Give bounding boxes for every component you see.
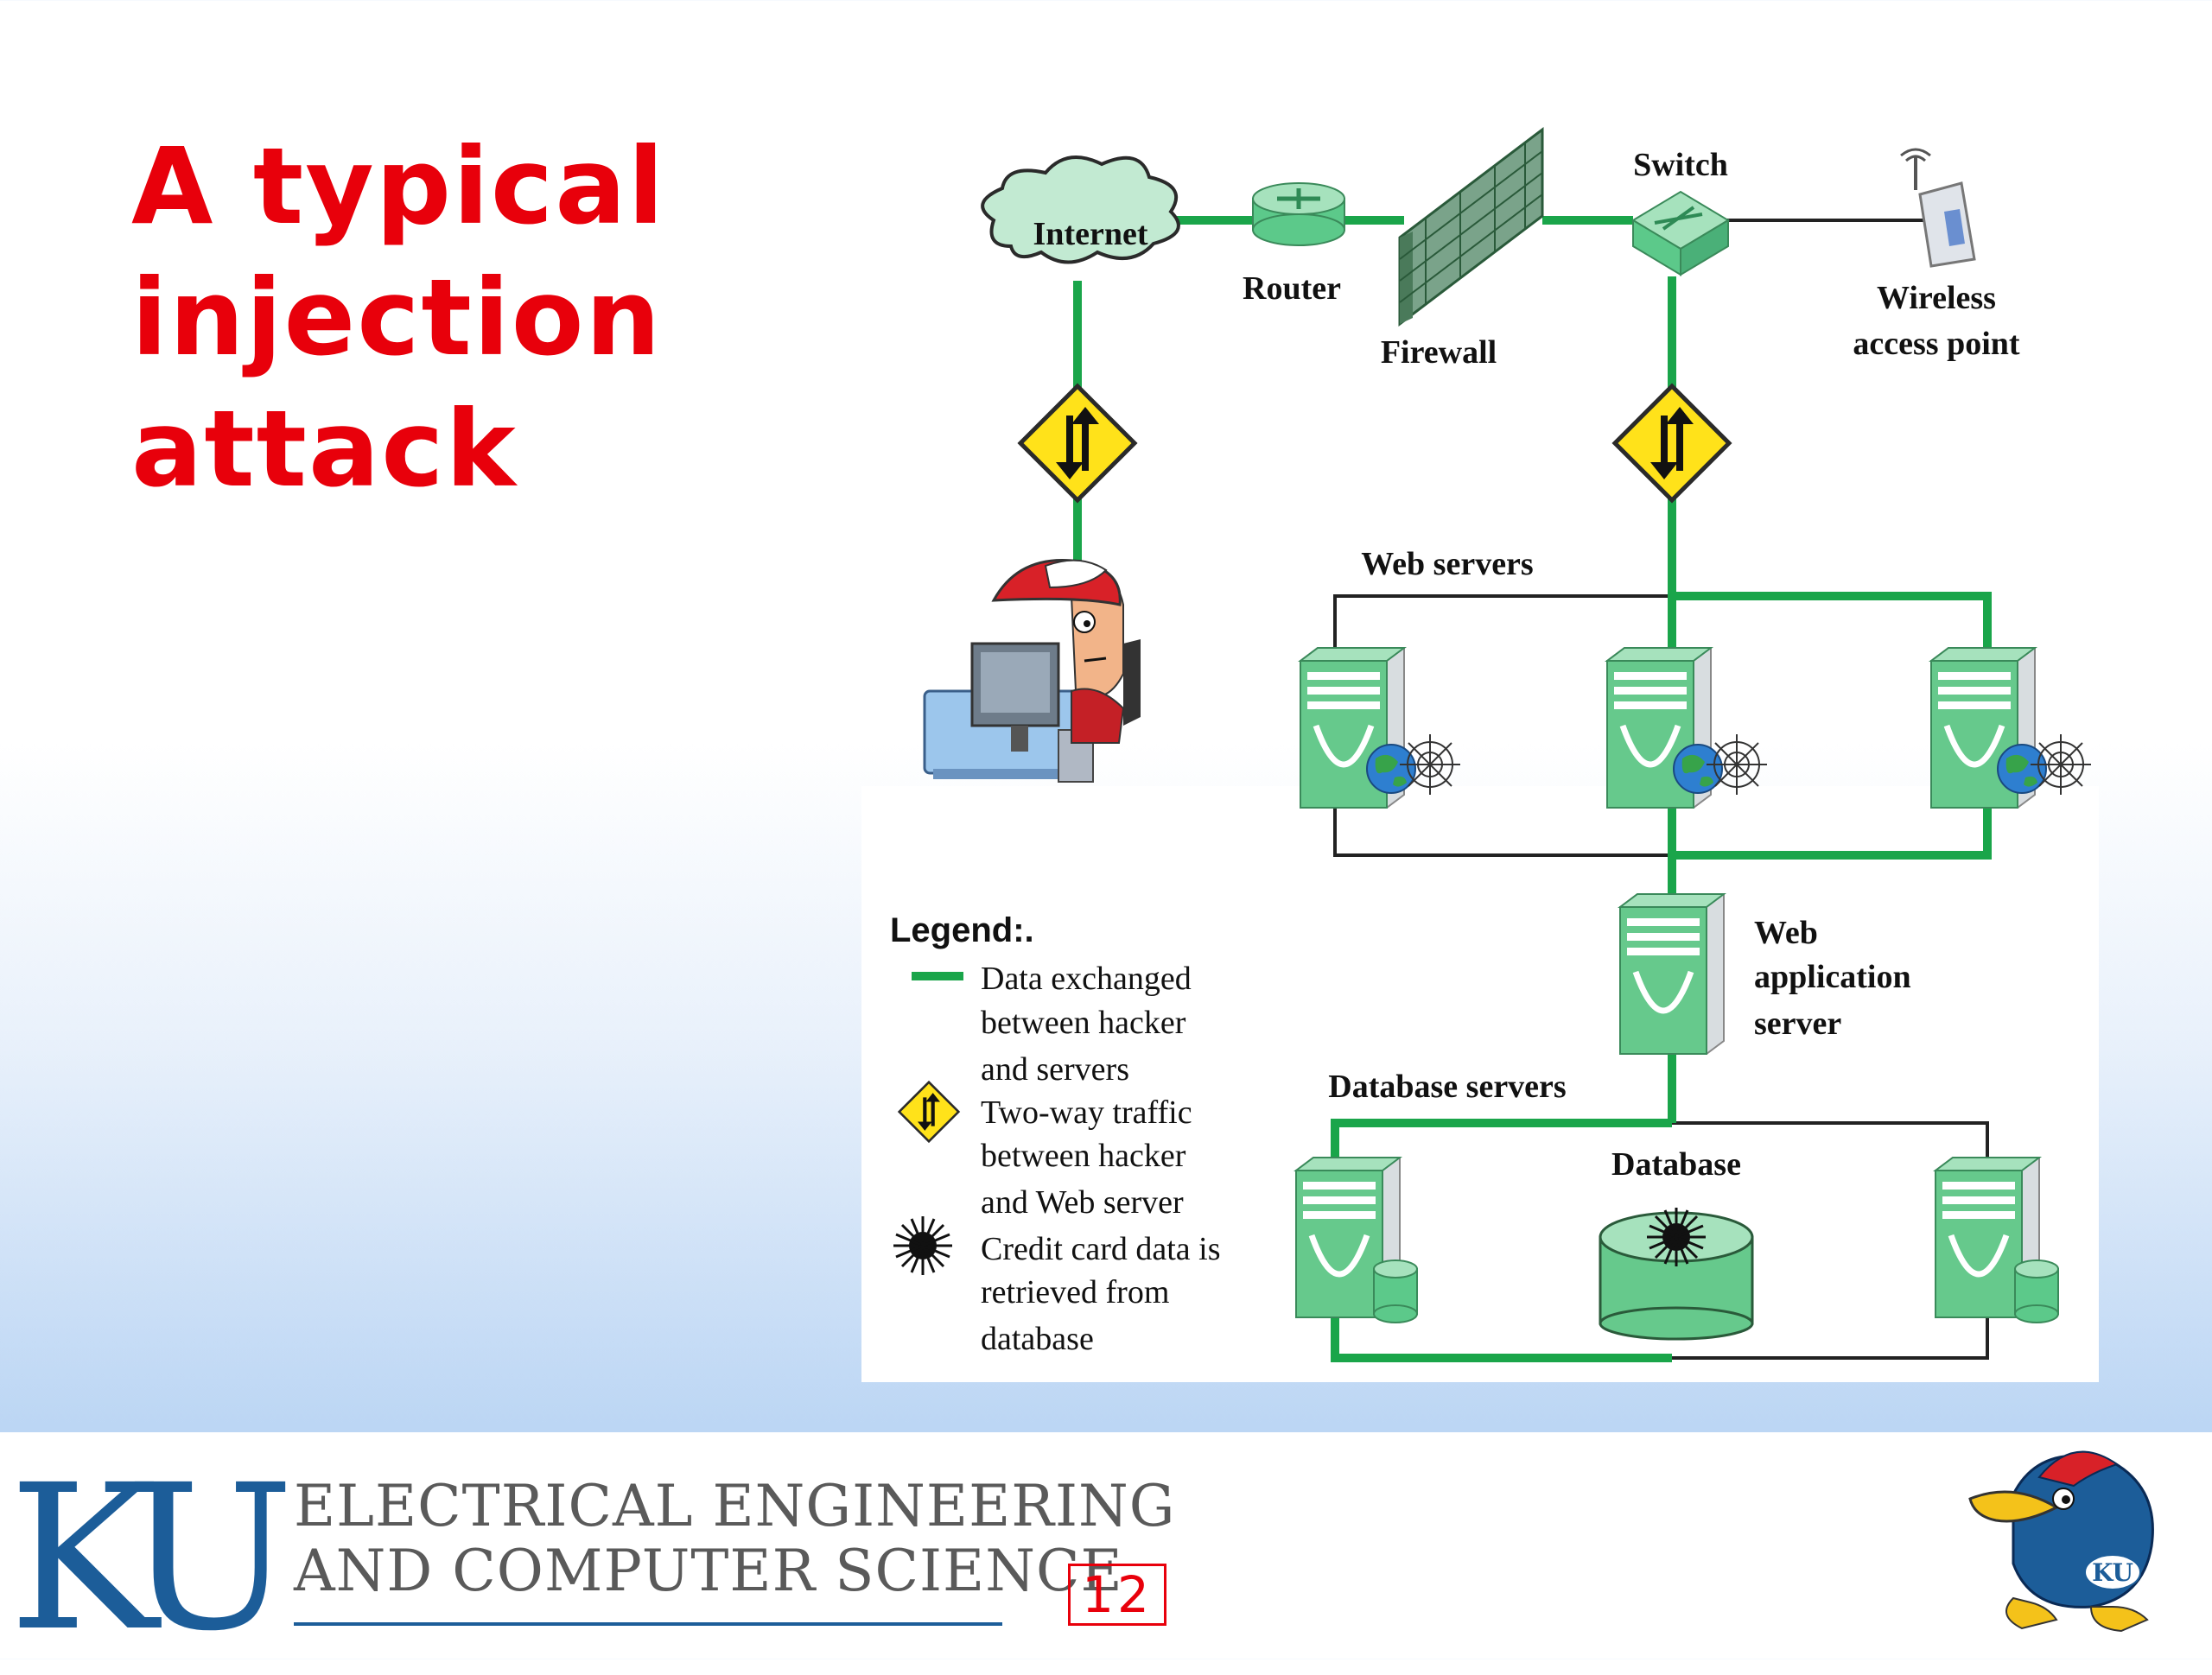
wireless-label-line-1: Wireless — [1877, 280, 1996, 316]
slide-title: A typical injection attack — [131, 121, 788, 515]
page-number: 12 — [1068, 1564, 1166, 1626]
legend-item-2-line-1: Two-way traffic — [981, 1094, 1192, 1131]
title-line-2: injection — [131, 257, 663, 379]
web-application-server-icon — [1620, 894, 1724, 1054]
legend-item-2-line-3: and Web server — [981, 1184, 1184, 1221]
router-label: Router — [1243, 270, 1341, 307]
switch-icon — [1631, 190, 1730, 276]
internet-cloud — [981, 155, 1180, 264]
legend-item-2-line-2: between hacker — [981, 1138, 1186, 1174]
web-app-label-line-1: Web — [1754, 915, 1818, 951]
footer — [0, 1432, 2212, 1659]
web-app-label-line-2: application — [1754, 959, 1911, 995]
web-app-label-line-3: server — [1754, 1006, 1841, 1042]
hacker-illustration — [923, 558, 1141, 783]
web-servers-label: Web servers — [1361, 546, 1533, 582]
router-icon — [1252, 182, 1345, 246]
legend-item-3-line-2: retrieved from — [981, 1274, 1169, 1310]
ku-logo: KU — [9, 1442, 295, 1675]
mascot-ku-lettering: KU — [2092, 1558, 2133, 1587]
database-cylinder-icon — [2014, 1259, 2059, 1323]
two-way-traffic-sign-servers — [1615, 386, 1729, 500]
jayhawk-mascot-icon: KU — [1968, 1450, 2154, 1633]
legend-item-1-line-3: and servers — [981, 1051, 1129, 1088]
diagram-background — [861, 786, 2099, 1382]
switch-label: Switch — [1633, 147, 1728, 183]
department-underline — [294, 1622, 1002, 1626]
legend-item-1-line-1: Data exchanged — [981, 961, 1192, 997]
title-line-3: attack — [131, 388, 518, 511]
wireless-label-line-2: access point — [1853, 326, 2020, 362]
legend-starburst-icon — [892, 1215, 954, 1277]
database-servers-label: Database servers — [1328, 1069, 1566, 1105]
legend-item-1-line-2: between hacker — [981, 1005, 1186, 1041]
department-name-line-1: ELECTRICAL ENGINEERING — [294, 1473, 1176, 1539]
legend-item-3-line-1: Credit card data is — [981, 1231, 1221, 1267]
credit-card-data-burst-icon — [1645, 1206, 1707, 1268]
legend-item-3-line-3: database — [981, 1321, 1094, 1357]
firewall-label: Firewall — [1381, 334, 1497, 371]
title-line-1: A typical — [131, 125, 666, 248]
department-name-line-2: AND COMPUTER SCIENCE — [294, 1538, 1123, 1604]
firewall-icon — [1398, 126, 1544, 327]
database-label: Database — [1611, 1146, 1741, 1183]
database-cylinder-icon — [1373, 1259, 1418, 1323]
wireless-access-point-icon — [1900, 148, 1976, 268]
legend-title: Legend:. — [890, 911, 1034, 949]
two-way-traffic-sign-hacker — [1020, 386, 1135, 500]
internet-label: Internet — [1033, 216, 1148, 252]
